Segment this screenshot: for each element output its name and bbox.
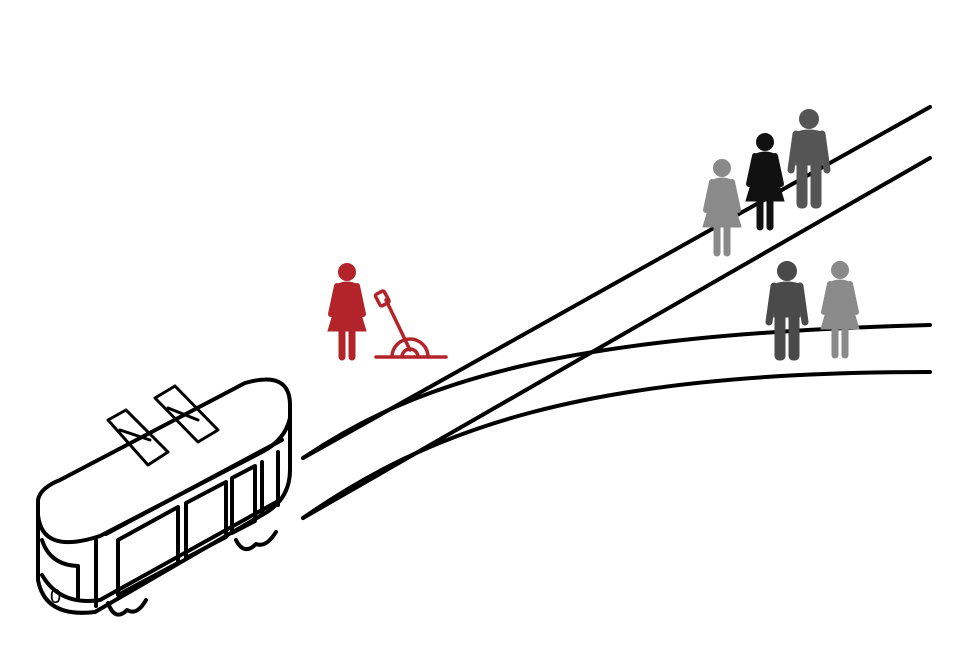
tram-wheels-rear bbox=[234, 530, 278, 552]
tram-window-front bbox=[40, 538, 80, 602]
upper-branch-people bbox=[703, 110, 827, 257]
lever-arm bbox=[384, 298, 412, 352]
person-woman-icon bbox=[746, 134, 784, 231]
lower-branch-people bbox=[769, 262, 859, 361]
tram-window-rear bbox=[260, 450, 280, 517]
tram-icon: 0 bbox=[36, 377, 292, 617]
lever-handle bbox=[373, 289, 391, 308]
tram-window-2 bbox=[184, 480, 228, 560]
tram-pantograph-left bbox=[106, 408, 170, 467]
tram-belt-line bbox=[94, 438, 284, 608]
person-man-icon bbox=[769, 262, 805, 361]
lower-branch-rail-top bbox=[301, 323, 932, 460]
lever-pivot-arc-outer bbox=[390, 337, 430, 359]
tram-body bbox=[36, 413, 292, 615]
operator-woman-icon bbox=[328, 264, 366, 361]
person-man-icon bbox=[791, 110, 827, 209]
tram-pantograph-right bbox=[153, 384, 220, 444]
tram-wheels-front bbox=[106, 598, 148, 617]
switch-lever-icon[interactable] bbox=[373, 289, 448, 359]
tram-window-1 bbox=[116, 505, 180, 597]
person-woman-icon bbox=[703, 160, 741, 257]
tram-door bbox=[230, 464, 257, 535]
person-woman-icon bbox=[821, 262, 859, 359]
tram-floor bbox=[40, 498, 282, 603]
lower-branch-rail-bottom bbox=[301, 370, 932, 520]
tram-side-marking: 0 bbox=[50, 586, 61, 608]
